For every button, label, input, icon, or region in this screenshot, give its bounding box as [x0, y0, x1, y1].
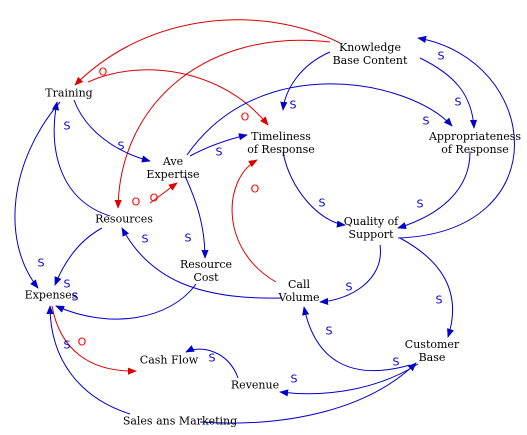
node-label: Ave — [162, 155, 184, 168]
node-label: Cost — [193, 271, 219, 284]
node-knowledge-base-content: Knowledge Base Content — [333, 41, 408, 67]
node-label: Expenses — [24, 288, 78, 302]
causal-link-timeliness-to-quality — [282, 151, 346, 228]
node-label: Sales ans Marketing — [122, 414, 238, 428]
polarity-marker: S — [290, 372, 298, 386]
node-label: Resources — [95, 212, 153, 226]
causal-link-ave-expertise-to-appropriateness — [186, 83, 453, 156]
node-label: Expertise — [146, 168, 200, 181]
polarity-marker: S — [345, 280, 353, 294]
polarity-marker: S — [208, 351, 216, 365]
node-training: Training — [45, 87, 92, 100]
node-quality-of-support: Quality of Support — [344, 215, 399, 241]
polarity-marker: O — [149, 191, 159, 205]
node-label: Knowledge — [339, 41, 401, 54]
polarity-marker: O — [240, 110, 250, 124]
causal-link-quality-to-customer-base — [399, 237, 454, 338]
polarity-marker: O — [98, 65, 108, 79]
causal-link-expenses-to-cash-flow — [51, 305, 137, 375]
polarity-marker: S — [325, 324, 333, 338]
polarity-marker: O — [250, 182, 260, 196]
polarity-marker: S — [454, 95, 462, 109]
node-call-volume: Call Volume — [278, 278, 319, 304]
node-label: of Response — [441, 143, 509, 156]
node-ave-expertise: Ave Expertise — [146, 155, 199, 181]
polarity-marker: S — [215, 145, 223, 159]
polarity-marker: S — [422, 114, 430, 128]
causal-link-call-volume-to-resources — [121, 227, 283, 299]
causal-link-training-to-ave-expertise — [73, 99, 151, 163]
causal-link-ave-expertise-to-resource-cost — [184, 175, 209, 259]
causal-link-sales-marketing-to-customer-base — [199, 362, 417, 424]
causal-link-ave-expertise-to-timeliness — [189, 133, 248, 157]
node-label: Resource — [179, 258, 233, 271]
node-customer-base: Customer Base — [405, 338, 459, 364]
node-label: Customer — [404, 338, 460, 351]
node-timeliness-of-response: Timeliness of Response — [247, 130, 315, 156]
node-resource-cost: Resource Cost — [180, 258, 232, 284]
causal-link-appropriateness-to-quality — [397, 151, 471, 230]
polarity-marker: S — [435, 293, 443, 307]
causal-link-customer-base-to-call-volume — [302, 306, 411, 372]
causal-link-resources-to-training — [51, 101, 111, 217]
polarity-marker: S — [437, 49, 445, 63]
node-label: Revenue — [230, 378, 280, 392]
polarity-marker: S — [117, 139, 125, 153]
polarity-marker: S — [318, 196, 326, 210]
polarity-marker: S — [416, 197, 424, 211]
polarity-marker: S — [392, 355, 400, 369]
causal-link-quality-to-knowledge-base — [397, 35, 515, 239]
polarity-marker: S — [63, 338, 71, 352]
causal-link-call-volume-to-timeliness — [231, 159, 277, 283]
polarity-marker: S — [63, 277, 71, 291]
polarity-marker: S — [289, 98, 297, 112]
causal-link-training-to-expenses — [14, 101, 61, 289]
causal-link-training-to-timeliness — [87, 69, 269, 126]
causal-link-customer-base-to-revenue — [279, 363, 419, 397]
node-label: Volume — [278, 291, 320, 304]
node-cash-flow: Cash Flow — [140, 354, 198, 367]
causal-link-knowledge-base-to-appropriateness — [419, 57, 478, 129]
node-label: Timeliness — [251, 130, 311, 143]
node-sales-ans-marketing: Sales ans Marketing — [123, 415, 237, 428]
node-label: Training — [45, 86, 93, 100]
polarity-marker: S — [141, 232, 149, 246]
polarity-marker: S — [37, 256, 45, 270]
causal-link-resources-to-expenses — [54, 227, 103, 286]
node-label: Cash Flow — [139, 353, 199, 367]
polarity-marker: S — [63, 119, 71, 133]
node-label: Call — [287, 278, 311, 291]
node-revenue: Revenue — [231, 379, 279, 392]
causal-link-knowledge-base-to-timeliness — [280, 51, 331, 111]
polarity-marker: O — [131, 195, 141, 209]
node-appropriateness-of-response: Appropriateness of Response — [429, 130, 521, 156]
polarity-marker: S — [184, 231, 192, 245]
node-label: Quality of — [343, 215, 399, 228]
node-label: Appropriateness — [428, 130, 522, 143]
causal-link-knowledge-base-to-resources — [114, 39, 331, 209]
polarity-marker: O — [77, 335, 87, 349]
node-label: Base — [418, 351, 446, 364]
causal-link-resource-cost-to-expenses — [55, 283, 197, 320]
node-expenses: Expenses — [25, 289, 78, 302]
causal-link-sales-marketing-to-expenses — [46, 305, 131, 415]
causal-link-knowledge-base-to-training — [74, 19, 341, 86]
node-label: Base Content — [332, 54, 408, 67]
node-label: Support — [348, 228, 394, 241]
node-resources: Resources — [95, 213, 153, 226]
causal-link-resources-to-ave-expertise — [149, 182, 178, 204]
polarity-marker: S — [71, 290, 79, 304]
causal-link-quality-to-call-volume — [319, 244, 381, 306]
node-label: of Response — [247, 143, 315, 156]
causal-link-revenue-to-cash-flow — [185, 345, 239, 379]
